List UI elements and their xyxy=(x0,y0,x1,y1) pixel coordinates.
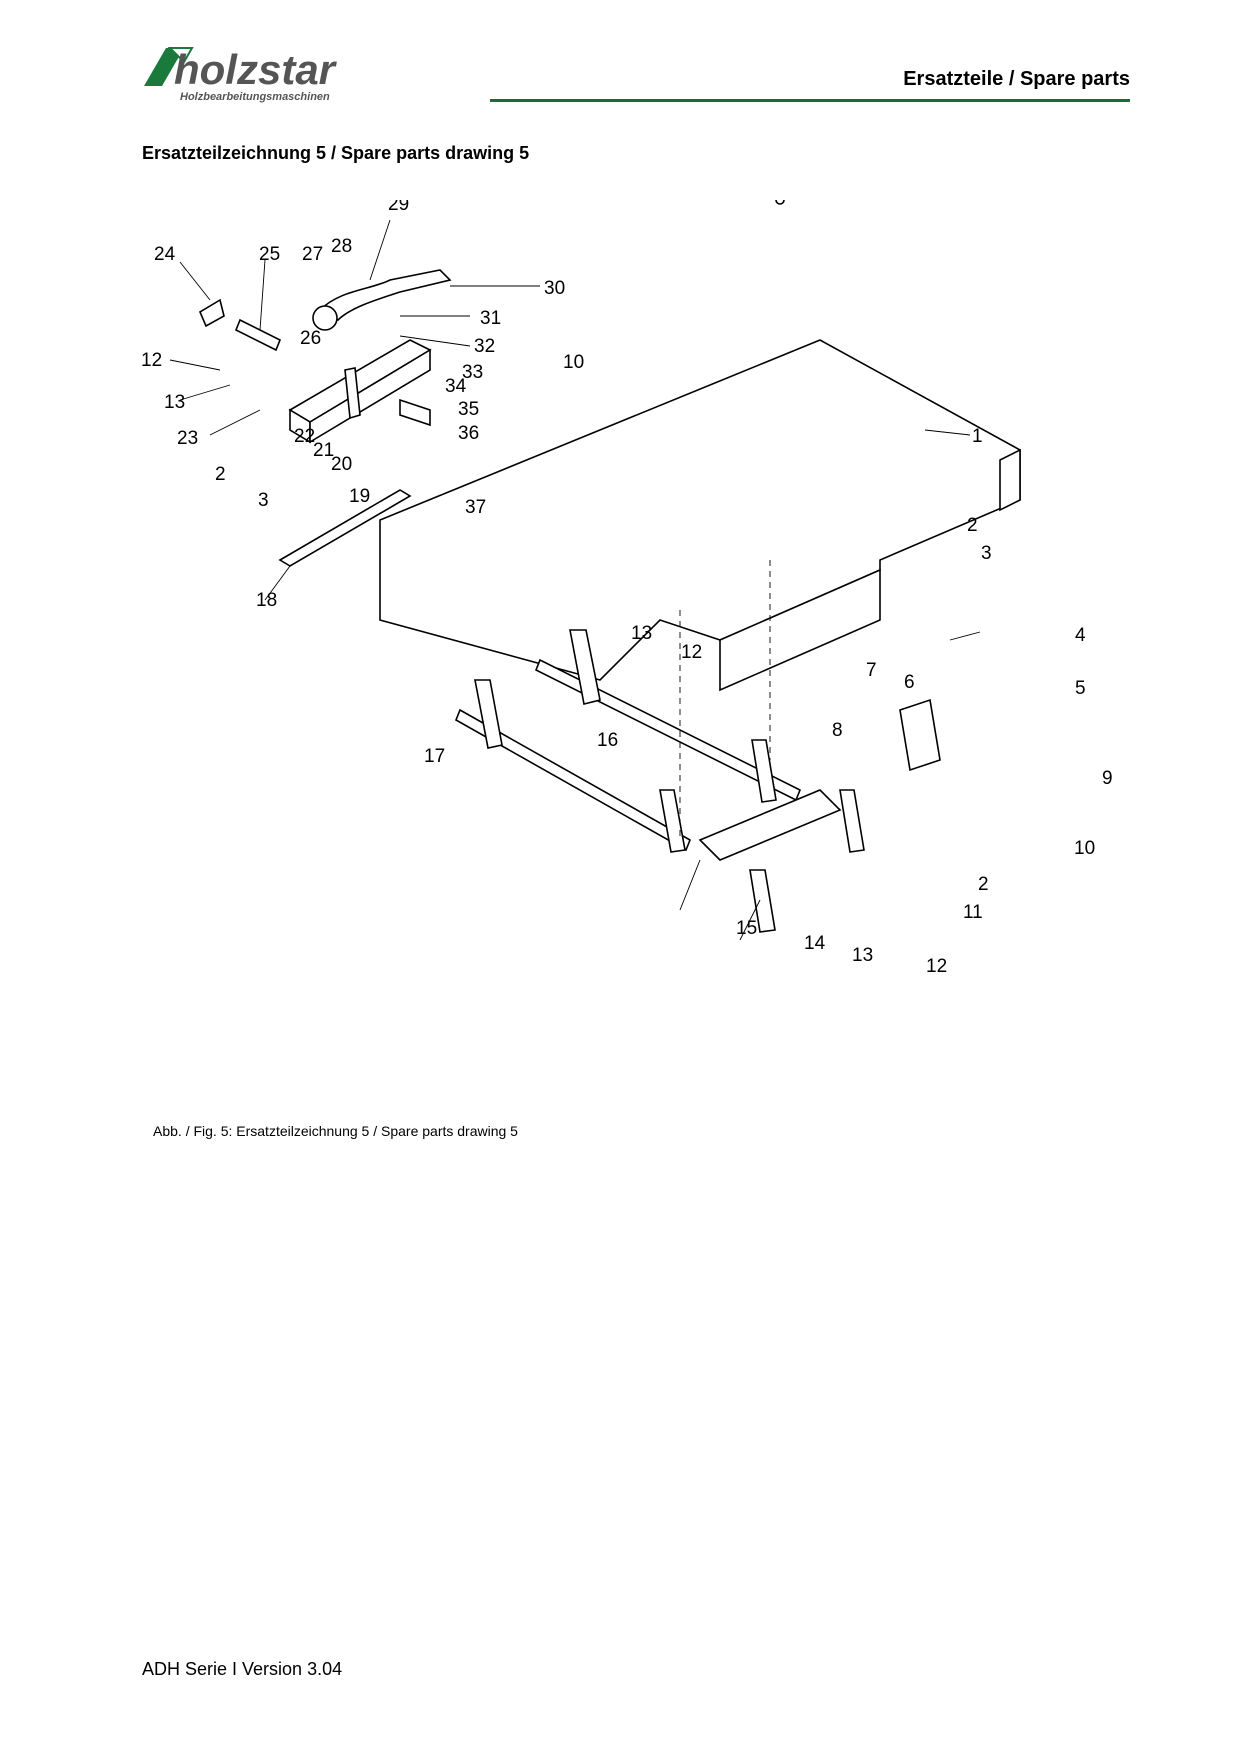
callout-number: 12 xyxy=(681,642,702,663)
callout-number: 37 xyxy=(465,497,486,518)
holzstar-logo: holzstar Holzbearbeitungsmaschinen xyxy=(144,46,338,103)
callout-number: 1 xyxy=(972,426,983,447)
callout-number: 17 xyxy=(424,746,445,767)
callout-number: 10 xyxy=(1074,838,1095,859)
page-footer: ADH Serie I Version 3.04 xyxy=(142,1659,343,1679)
callout-number: 13 xyxy=(164,392,185,413)
section-title: Ersatzteilzeichnung 5 / Spare parts draw… xyxy=(142,143,530,163)
callout-number: 30 xyxy=(544,278,565,299)
callout-number: 35 xyxy=(458,399,479,420)
leader-lines xyxy=(169,219,981,941)
callout-number: 5 xyxy=(1075,678,1086,699)
callout-number: 7 xyxy=(866,660,877,681)
callout-number: 29 xyxy=(388,200,409,215)
upper-bracket xyxy=(198,269,452,567)
callout-number: 2 xyxy=(215,464,226,485)
callout-number: 24 xyxy=(154,244,176,265)
callout-number: 11 xyxy=(963,902,983,923)
callout-number: 21 xyxy=(313,440,334,461)
header-divider xyxy=(490,99,1130,102)
callout-labels: 29 24 25 27 28 30 31 26 32 12 33 10 34 1… xyxy=(141,200,1113,977)
callout-number: 25 xyxy=(259,244,280,265)
figure-caption: Abb. / Fig. 5: Ersatzteilzeichnung 5 / S… xyxy=(153,1123,518,1139)
callout-number: 3 xyxy=(258,490,269,511)
svg-text:holzstar: holzstar xyxy=(174,46,338,93)
callout-number: 19 xyxy=(349,486,370,507)
table-plate xyxy=(379,200,1021,692)
header-title: Ersatzteile / Spare parts xyxy=(903,68,1130,90)
callout-number: 12 xyxy=(141,350,162,371)
callout-number: 9 xyxy=(1102,768,1113,789)
callout-number: 27 xyxy=(302,244,323,265)
roller-shafts xyxy=(454,629,941,933)
callout-number: 6 xyxy=(904,672,915,693)
spare-parts-drawing: 29 24 25 27 28 30 31 26 32 12 33 10 34 1… xyxy=(141,200,1113,977)
callout-number: 13 xyxy=(631,623,652,644)
callout-number: 28 xyxy=(331,236,352,257)
callout-number: 4 xyxy=(1075,625,1086,646)
callout-number: 22 xyxy=(294,426,315,447)
callout-number: 26 xyxy=(300,328,321,349)
callout-number: 14 xyxy=(804,933,826,954)
callout-number: 33 xyxy=(462,362,483,383)
callout-number: 34 xyxy=(445,376,467,397)
callout-number: 8 xyxy=(832,720,843,741)
callout-number: 16 xyxy=(597,730,618,751)
callout-number: 2 xyxy=(967,515,978,536)
callout-number: 3 xyxy=(981,543,992,564)
callout-number: 20 xyxy=(331,454,352,475)
callout-number: 2 xyxy=(978,874,989,895)
callout-number: 31 xyxy=(480,308,501,329)
callout-number: 13 xyxy=(852,945,873,966)
callout-number: 15 xyxy=(736,918,757,939)
callout-number: 12 xyxy=(926,956,947,977)
callout-number: 18 xyxy=(256,590,277,611)
svg-text:Holzbearbeitungsmaschinen: Holzbearbeitungsmaschinen xyxy=(180,91,330,103)
callout-number: 10 xyxy=(563,352,584,373)
callout-number: 32 xyxy=(474,336,495,357)
callout-number: 23 xyxy=(177,428,198,449)
callout-number: 36 xyxy=(458,423,479,444)
